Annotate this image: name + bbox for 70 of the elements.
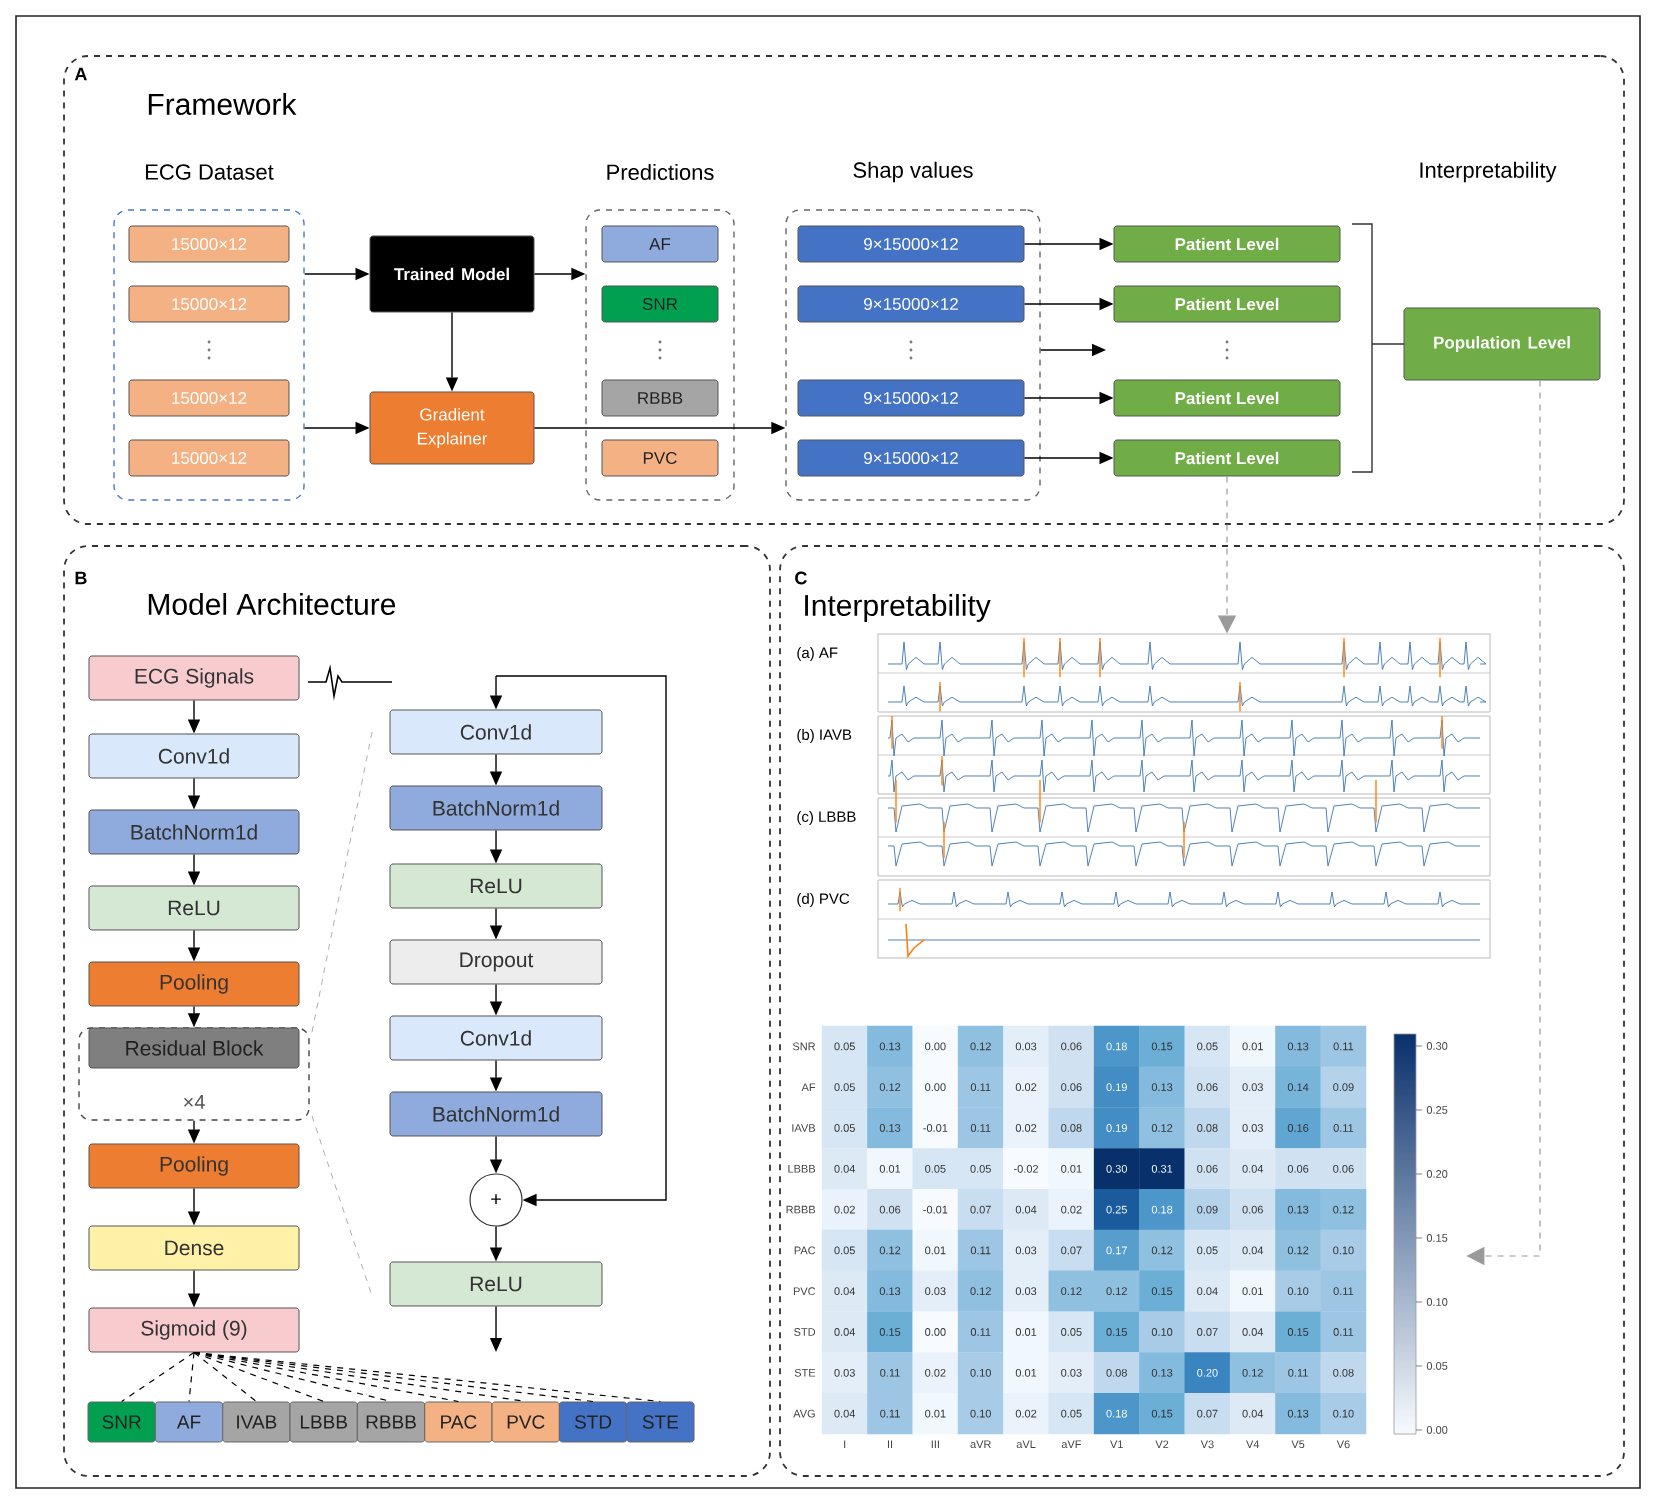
output-cell: AF [154, 1401, 224, 1443]
layer-box: ReLU [389, 1261, 603, 1307]
class-box: RBBB [601, 379, 719, 417]
output-cell: LBBB [289, 1401, 358, 1443]
connector-line [193, 1351, 527, 1403]
ecg-trace-drawing [877, 633, 1491, 959]
output-cell: RBBB [356, 1401, 426, 1443]
layer-box: Dense [88, 1225, 300, 1271]
panel-letter: A [74, 67, 87, 81]
data-box: 15000×12 [128, 439, 290, 477]
section-label: Interpretability [1420, 161, 1557, 183]
layer-box: BatchNorm1d [389, 1091, 603, 1137]
data-box: 15000×12 [128, 285, 290, 323]
layer-box: Conv1d [389, 709, 603, 755]
patient-level-box: Patient Level [1113, 439, 1341, 477]
panel [63, 55, 1625, 525]
output-cell: PVC [491, 1401, 560, 1443]
patient-level-box: Patient Level [1113, 379, 1341, 417]
layer-box: ReLU [88, 885, 300, 931]
output-cell: IVAB [222, 1401, 291, 1443]
class-box: AF [601, 225, 719, 263]
shap-box: 9×15000×12 [797, 379, 1025, 417]
population-level-box: Population Level [1403, 307, 1601, 381]
heatmap-chart [1393, 1033, 1423, 1435]
panel-title: Framework [148, 93, 297, 115]
group-heading: ECG Dataset [146, 164, 274, 180]
output-cell: STE [626, 1401, 695, 1443]
layer-box: Conv1d [88, 733, 300, 779]
group-heading: Predictions [607, 163, 714, 181]
layer-box: Conv1d [389, 1015, 603, 1061]
group-box [785, 161, 1041, 501]
layer-box: BatchNorm1d [88, 809, 300, 855]
layer-box: Pooling [88, 961, 300, 1007]
connector-line [121, 1351, 195, 1403]
patient-level-box: Patient Level [1113, 285, 1341, 323]
model-box: Trained Model [369, 235, 535, 313]
class-box: SNR [601, 285, 719, 323]
repeat-count: ×4 [184, 1095, 205, 1109]
connector-line [193, 1351, 325, 1403]
data-box: 15000×12 [128, 379, 290, 417]
shap-box: 9×15000×12 [797, 285, 1025, 323]
connector-line [188, 1351, 195, 1403]
layer-box: Pooling [88, 1143, 300, 1189]
panel [779, 545, 1625, 1477]
layer-box: BatchNorm1d [389, 785, 603, 831]
data-box: 15000×12 [128, 225, 290, 263]
panel-title: Interpretability [805, 594, 991, 622]
patient-level-box: Patient Level [1113, 225, 1341, 263]
class-box: PVC [601, 439, 719, 477]
output-cell: PAC [424, 1401, 493, 1443]
panel-title: Model Architecture [148, 593, 396, 615]
output-cell: STD [558, 1401, 628, 1443]
residual-block-box: Residual Block [88, 1027, 300, 1069]
connector-line [193, 1351, 392, 1403]
arrow [495, 675, 667, 1207]
group-heading: Shap values [853, 161, 973, 183]
output-cell: SNR [87, 1401, 156, 1443]
panel [63, 545, 771, 1477]
layer-box: ECG Signals [88, 655, 300, 701]
layer-box: Dropout [389, 939, 603, 985]
group-box [113, 164, 305, 501]
connector-line [193, 1351, 257, 1403]
layer-box: ReLU [389, 863, 603, 909]
panel-letter: C [795, 571, 807, 585]
panel-letter: B [75, 571, 87, 585]
shap-box: 9×15000×12 [797, 225, 1025, 263]
shap-box: 9×15000×12 [797, 439, 1025, 477]
layer-box: Sigmoid (9) [88, 1307, 300, 1353]
group-box [585, 163, 735, 501]
explainer-box: Gradient Explainer [369, 391, 535, 465]
